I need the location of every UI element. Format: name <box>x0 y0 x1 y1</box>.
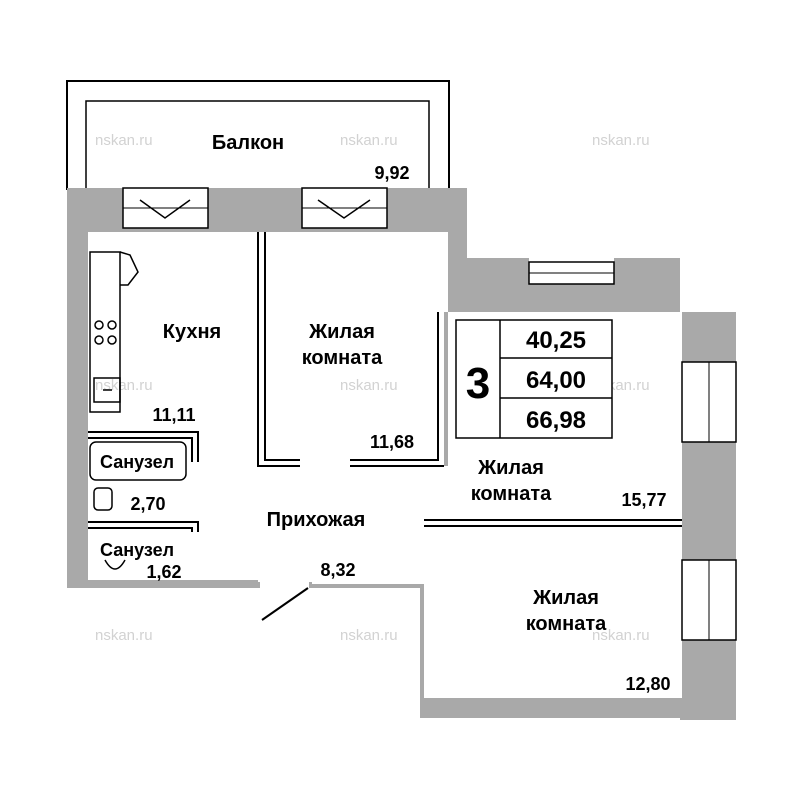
living-room-2-label-line2: комната <box>471 483 552 505</box>
exterior-walls <box>67 188 736 720</box>
window <box>681 559 737 641</box>
bathroom-2-label: Санузел <box>100 540 174 560</box>
living-room-1-area: 11,68 <box>370 432 414 452</box>
kitchen-area: 11,11 <box>152 405 195 425</box>
kitchen-label: Кухня <box>163 321 221 343</box>
interior-walls <box>88 232 682 532</box>
bathroom-2-area: 1,62 <box>146 562 181 582</box>
living-room-3-area: 12,80 <box>625 674 670 694</box>
bathroom-1-area: 2,70 <box>130 494 165 514</box>
watermark: nskan.ru <box>95 377 153 394</box>
watermark: nskan.ru <box>592 627 650 644</box>
summary-table: 3 40,25 64,00 66,98 <box>455 319 613 439</box>
toilet-icon <box>104 559 126 570</box>
hallway-label: Прихожая <box>267 509 366 531</box>
hallway-area: 8,32 <box>320 560 355 580</box>
balcony-area: 9,92 <box>374 163 409 183</box>
balcony-label: Балкон <box>212 132 284 154</box>
bathtub-icon <box>89 441 187 481</box>
kitchen-fixtures <box>89 251 139 413</box>
total-area-value: 64,00 <box>526 367 586 394</box>
living-room-3-label-line1: Жилая <box>532 587 599 609</box>
watermarks: nskan.ru nskan.ru nskan.ru nskan.ru nska… <box>95 132 650 644</box>
watermark: nskan.ru <box>592 132 650 149</box>
entrance-door <box>261 587 309 621</box>
living-room-3-label-line2: комната <box>526 613 607 635</box>
bathroom-1-label: Санузел <box>100 452 174 472</box>
rooms-count: 3 <box>466 359 490 408</box>
watermark: nskan.ru <box>340 132 398 149</box>
watermark: nskan.ru <box>95 132 153 149</box>
living-room-2-label-line1: Жилая <box>477 457 544 479</box>
sink-icon <box>93 487 113 511</box>
window <box>528 261 615 285</box>
living-area-value: 40,25 <box>526 327 586 354</box>
watermark: nskan.ru <box>340 627 398 644</box>
window <box>681 361 737 443</box>
living-room-2-area: 15,77 <box>621 490 666 510</box>
total-with-balcony-value: 66,98 <box>526 407 586 434</box>
watermark: nskan.ru <box>95 627 153 644</box>
window <box>122 187 209 229</box>
window <box>301 187 388 229</box>
watermark: nskan.ru <box>340 377 398 394</box>
living-room-1-label-line1: Жилая <box>308 321 375 343</box>
living-room-1-label-line2: комната <box>302 347 383 369</box>
